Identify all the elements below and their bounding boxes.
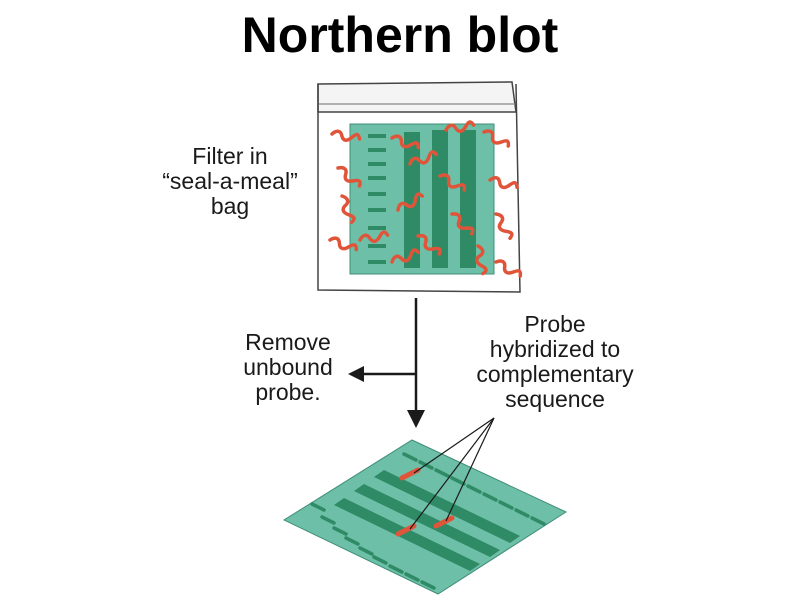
washed-filter [284, 418, 566, 594]
filter-in-bag [350, 124, 494, 274]
down-arrow-icon [407, 298, 425, 428]
left-arrow-icon [348, 366, 416, 382]
bag-seal-strip [318, 82, 516, 112]
